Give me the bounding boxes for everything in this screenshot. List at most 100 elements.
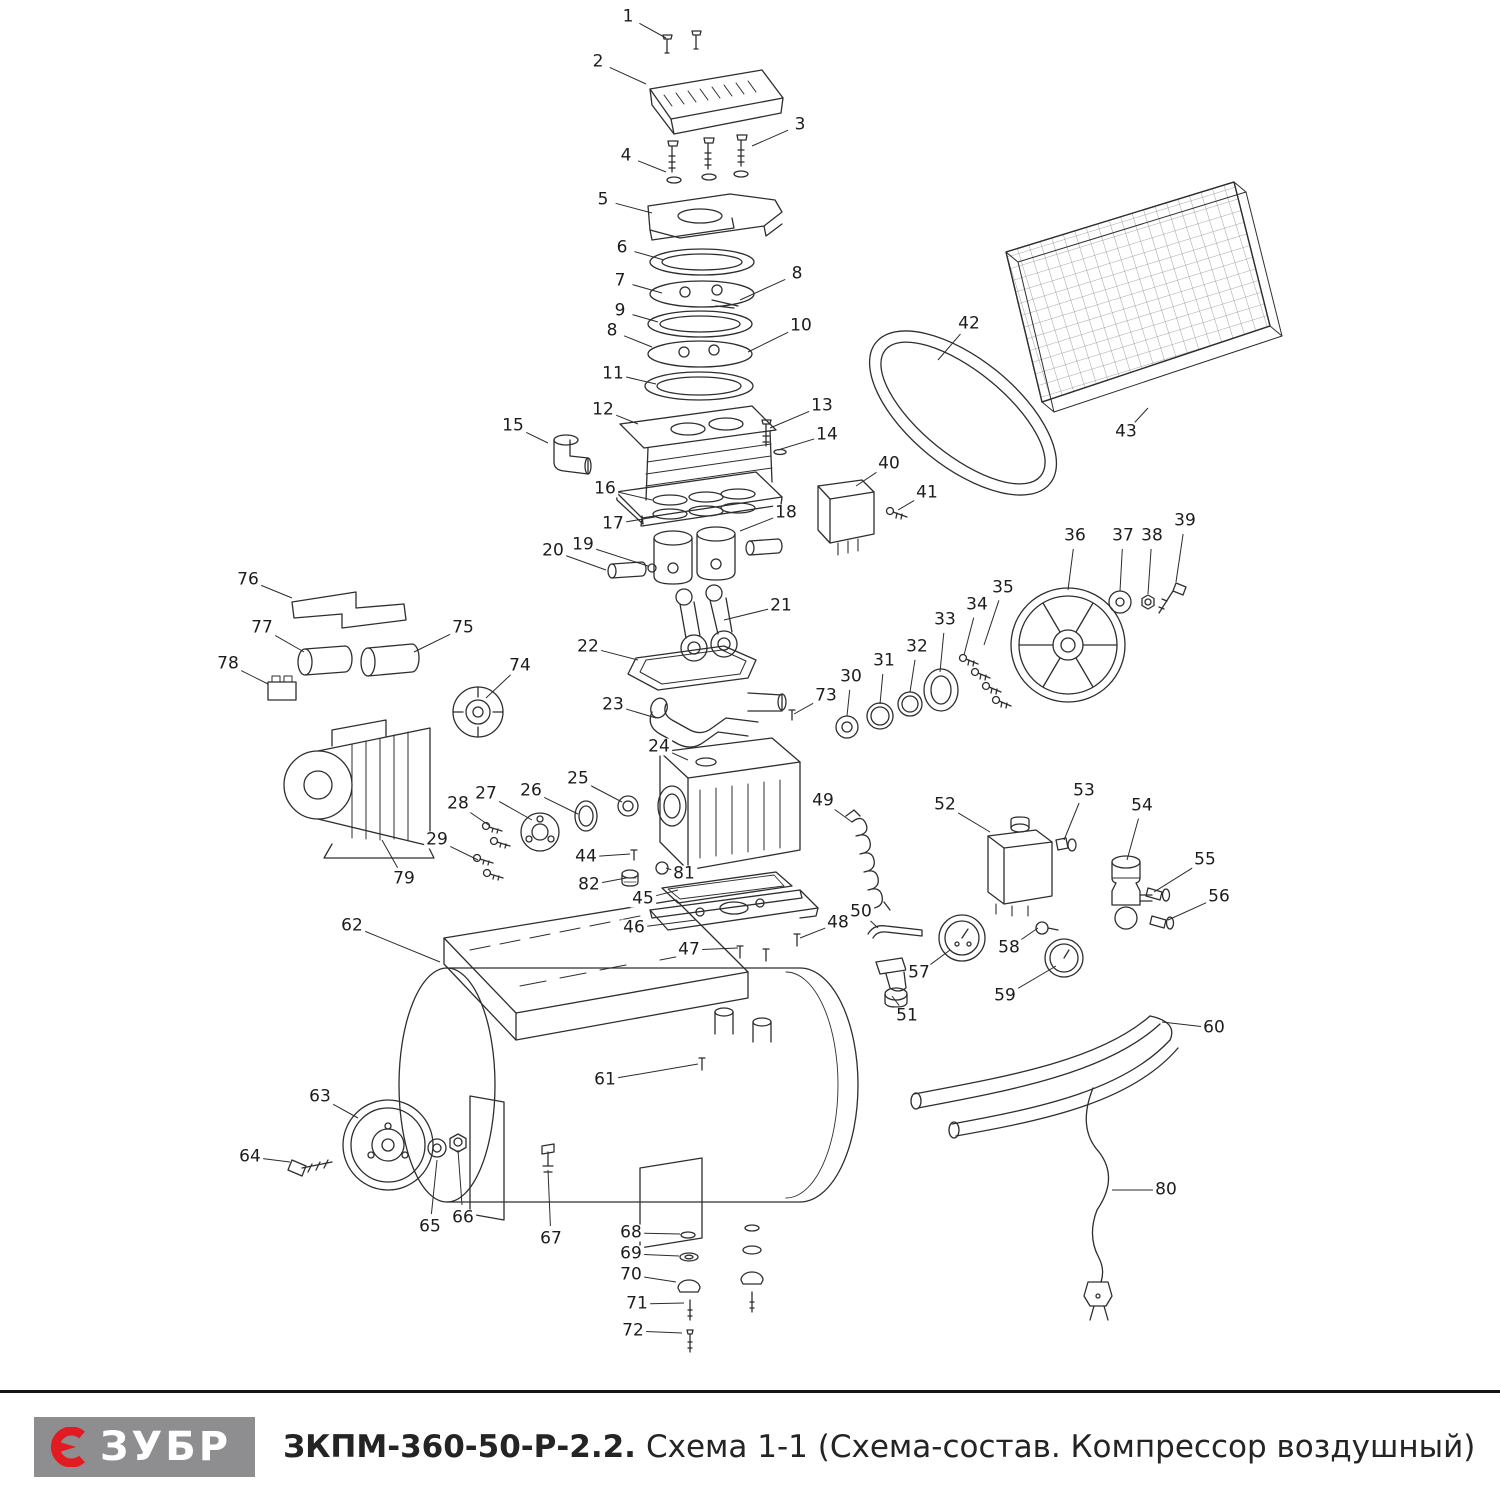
part-label-76: 76	[235, 569, 261, 590]
part-label-29: 29	[424, 829, 450, 850]
footer: ЗУБР ЗКПМ-360-50-Р-2.2.Схема 1-1 (Схема-…	[0, 1390, 1500, 1500]
part-label-57: 57	[906, 962, 932, 983]
part-label-34: 34	[964, 594, 990, 615]
washers-4	[666, 170, 749, 184]
capacitor-77	[297, 645, 353, 676]
part-label-21: 21	[768, 595, 794, 616]
elbow-fitting-15	[553, 434, 592, 475]
part-label-35: 35	[990, 577, 1016, 598]
part-label-53: 53	[1071, 780, 1097, 801]
valve-plates-6-11	[644, 248, 755, 401]
part-label-75: 75	[450, 617, 476, 638]
part-label-38: 38	[1139, 525, 1165, 546]
part-label-78: 78	[215, 653, 241, 674]
switch-78	[267, 675, 297, 701]
part-label-44: 44	[573, 846, 599, 867]
foot-parts-right	[740, 1224, 764, 1313]
part-label-40: 40	[876, 453, 902, 474]
part-label-82: 82	[576, 874, 602, 895]
part-label-3: 3	[792, 114, 808, 135]
tank-62	[398, 967, 859, 1203]
pipe-50	[867, 925, 923, 939]
part-label-16: 16	[592, 478, 618, 499]
pistons-18	[653, 526, 736, 585]
model-code: ЗКПМ-360-50-Р-2.2.	[283, 1428, 636, 1465]
belt-guard-43	[1005, 181, 1283, 413]
crankcase-24	[657, 737, 801, 871]
bolt-41	[885, 506, 908, 520]
part-label-32: 32	[904, 636, 930, 657]
part-label-30: 30	[838, 666, 864, 687]
part-label-11: 11	[600, 363, 626, 384]
cylinder-head-5	[647, 193, 783, 241]
part-label-71: 71	[624, 1293, 650, 1314]
part-label-8: 8	[604, 320, 620, 341]
belt-42	[868, 330, 1058, 496]
brand-name: ЗУБР	[100, 1423, 232, 1470]
part-label-56: 56	[1206, 886, 1232, 907]
part-label-61: 61	[592, 1069, 618, 1090]
platform	[443, 899, 749, 1041]
gauge-59	[1044, 938, 1084, 978]
part-label-59: 59	[992, 985, 1018, 1006]
capacitor-75	[360, 643, 420, 677]
part-label-66: 66	[450, 1207, 476, 1228]
part-label-74: 74	[507, 655, 533, 676]
part-label-79: 79	[391, 868, 417, 889]
part-label-4: 4	[618, 145, 634, 166]
gauge-57	[938, 914, 986, 962]
part-label-41: 41	[914, 482, 940, 503]
part-label-46: 46	[621, 917, 647, 938]
part-label-69: 69	[618, 1243, 644, 1264]
part-label-63: 63	[307, 1086, 333, 1107]
part-label-65: 65	[417, 1216, 443, 1237]
part-label-15: 15	[500, 415, 526, 436]
part-label-43: 43	[1113, 421, 1139, 442]
part-label-23: 23	[600, 694, 626, 715]
part-label-20: 20	[540, 540, 566, 561]
part-label-19: 19	[570, 534, 596, 555]
part-label-70: 70	[618, 1264, 644, 1285]
part-label-64: 64	[237, 1146, 263, 1167]
exploded-diagram	[267, 30, 1283, 1353]
part-label-2: 2	[590, 51, 606, 72]
part-label-24: 24	[646, 736, 672, 757]
filter-cover-2	[649, 69, 784, 135]
part-label-80: 80	[1153, 1179, 1179, 1200]
nut-38	[1141, 594, 1155, 610]
document-title: ЗКПМ-360-50-Р-2.2.Схема 1-1 (Схема-соста…	[283, 1429, 1475, 1465]
part-label-55: 55	[1192, 849, 1218, 870]
tank-legs	[469, 1095, 703, 1249]
piston-rings-16-17	[652, 488, 756, 520]
part-label-81: 81	[671, 863, 697, 884]
part-label-37: 37	[1110, 525, 1136, 546]
part-label-28: 28	[445, 793, 471, 814]
part-label-17: 17	[600, 513, 626, 534]
part-label-27: 27	[473, 783, 499, 804]
wheel-63	[342, 1099, 434, 1191]
part-label-25: 25	[565, 768, 591, 789]
part-label-5: 5	[595, 189, 611, 210]
part-label-73: 73	[813, 685, 839, 706]
part-label-36: 36	[1062, 525, 1088, 546]
part-label-68: 68	[618, 1222, 644, 1243]
part-label-77: 77	[249, 617, 275, 638]
part-label-45: 45	[630, 888, 656, 909]
brand-zubr-icon	[50, 1426, 85, 1467]
part-label-62: 62	[339, 915, 365, 936]
part-label-33: 33	[932, 609, 958, 630]
part-label-26: 26	[518, 780, 544, 801]
part-label-22: 22	[575, 636, 601, 657]
part-label-39: 39	[1172, 510, 1198, 531]
part-label-18: 18	[773, 502, 799, 523]
bolt-44	[630, 849, 638, 861]
part-label-31: 31	[871, 650, 897, 671]
part-label-54: 54	[1129, 795, 1155, 816]
part-label-47: 47	[676, 939, 702, 960]
pressure-switch-52	[987, 816, 1053, 917]
power-cord-80	[1083, 1087, 1113, 1321]
bolt-61	[698, 1057, 706, 1071]
scheme-subtitle: Схема 1-1 (Схема-состав. Компрессор возд…	[645, 1428, 1476, 1465]
